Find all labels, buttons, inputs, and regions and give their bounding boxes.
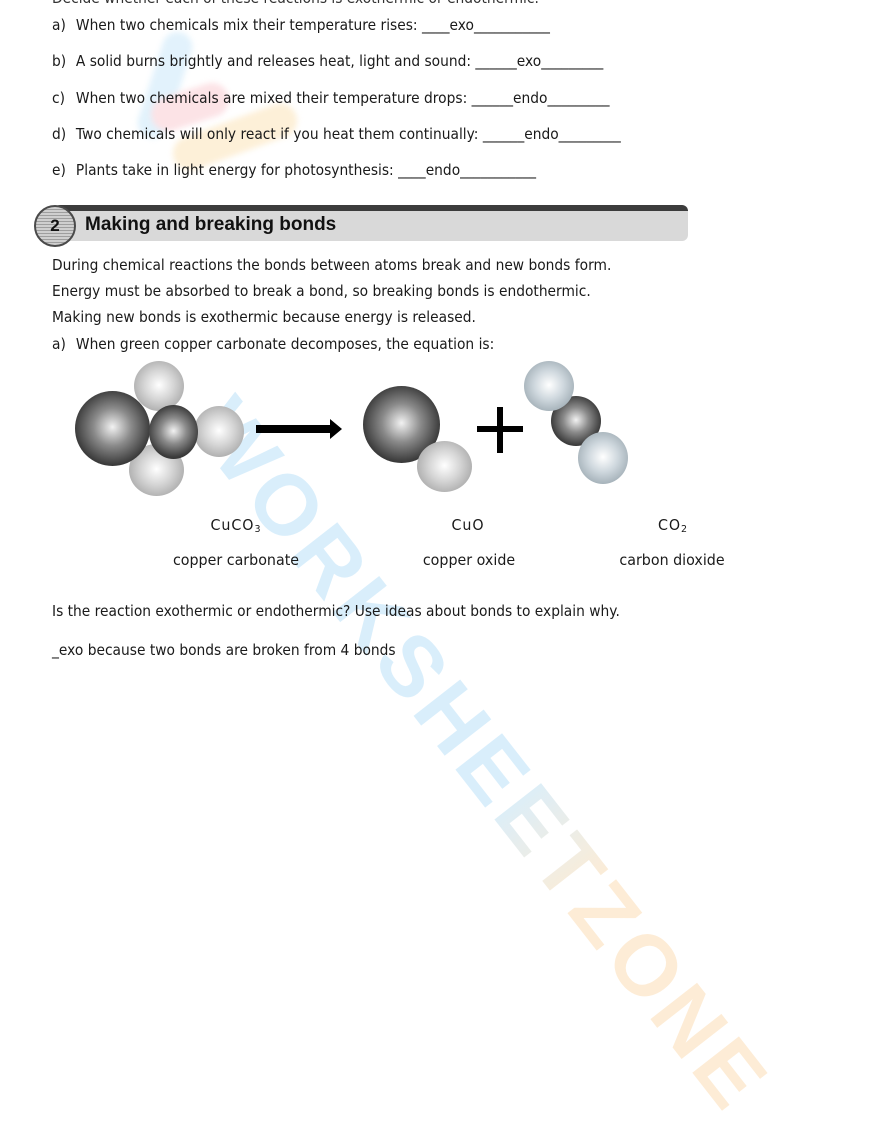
question-label: a) (52, 335, 66, 353)
answer-field[interactable]: ______endo_________ (482, 125, 621, 143)
oxygen-atom-icon (524, 361, 574, 411)
formula-copper-oxide: CuO (451, 516, 484, 534)
question-label: a) (52, 16, 66, 34)
question-label: c) (52, 89, 65, 107)
section-title: Making and breaking bonds (85, 214, 337, 235)
section-header-bar (54, 205, 688, 241)
oxygen-atom-icon (194, 406, 244, 457)
oxygen-atom-icon (578, 432, 628, 484)
question-e: e) Plants take in light energy for photos… (52, 161, 536, 179)
question-d: d) Two chemicals will only react if you h… (52, 125, 621, 143)
question-a: a) When two chemicals mix their temperatu… (52, 16, 550, 34)
intro-instruction: Decide whether each of these reactions i… (52, 0, 539, 7)
answer-field[interactable]: ______endo_________ (471, 89, 610, 107)
formula-copper-carbonate: CuCO3 (211, 516, 262, 535)
equation-prompt: a) When green copper carbonate decomposes… (52, 335, 494, 353)
formula-subscript: 3 (254, 524, 262, 535)
answer-field[interactable]: ______exo_________ (475, 52, 604, 70)
final-answer-field[interactable]: _exo because two bonds are broken from 4… (52, 641, 396, 659)
section-header: 2 Making and breaking bonds (34, 205, 688, 249)
formula-text: CO (657, 516, 682, 534)
reaction-diagram (60, 355, 680, 505)
question-label: e) (52, 161, 66, 179)
carbon-atom-icon (149, 405, 198, 459)
question-b: b) A solid burns brightly and releases he… (52, 52, 603, 70)
question-text: A solid burns brightly and releases heat… (75, 52, 476, 70)
reaction-arrow-icon (256, 419, 342, 439)
answer-field[interactable]: ____endo___________ (398, 161, 537, 179)
oxygen-atom-icon (417, 441, 472, 492)
question-text: Plants take in light energy for photosyn… (75, 161, 399, 179)
formula-text: CuO (451, 516, 485, 534)
paragraph-2: Energy must be absorbed to break a bond,… (52, 282, 591, 300)
name-carbon-dioxide: carbon dioxide (619, 551, 725, 569)
section-number-badge: 2 (34, 205, 76, 247)
oxygen-atom-icon (134, 361, 184, 411)
question-label: b) (52, 52, 67, 70)
question-text: When two chemicals are mixed their tempe… (75, 89, 472, 107)
question-text: When two chemicals mix their temperature… (75, 16, 422, 34)
question-text: When green copper carbonate decomposes, … (75, 335, 495, 353)
paragraph-3: Making new bonds is exothermic because e… (52, 308, 476, 326)
copper-atom-icon (75, 391, 150, 466)
final-question: Is the reaction exothermic or endothermi… (52, 602, 620, 620)
answer-field[interactable]: ____exo___________ (421, 16, 550, 34)
name-copper-carbonate: copper carbonate (172, 551, 300, 569)
name-copper-oxide: copper oxide (422, 551, 516, 569)
question-c: c) When two chemicals are mixed their tem… (52, 89, 610, 107)
formula-carbon-dioxide: CO2 (658, 516, 688, 535)
question-text: Two chemicals will only react if you hea… (75, 125, 483, 143)
question-label: d) (52, 125, 67, 143)
plus-sign-icon (497, 407, 503, 453)
formula-text: CuCO (210, 516, 255, 534)
paragraph-1: During chemical reactions the bonds betw… (52, 256, 612, 274)
formula-subscript: 2 (681, 524, 689, 535)
